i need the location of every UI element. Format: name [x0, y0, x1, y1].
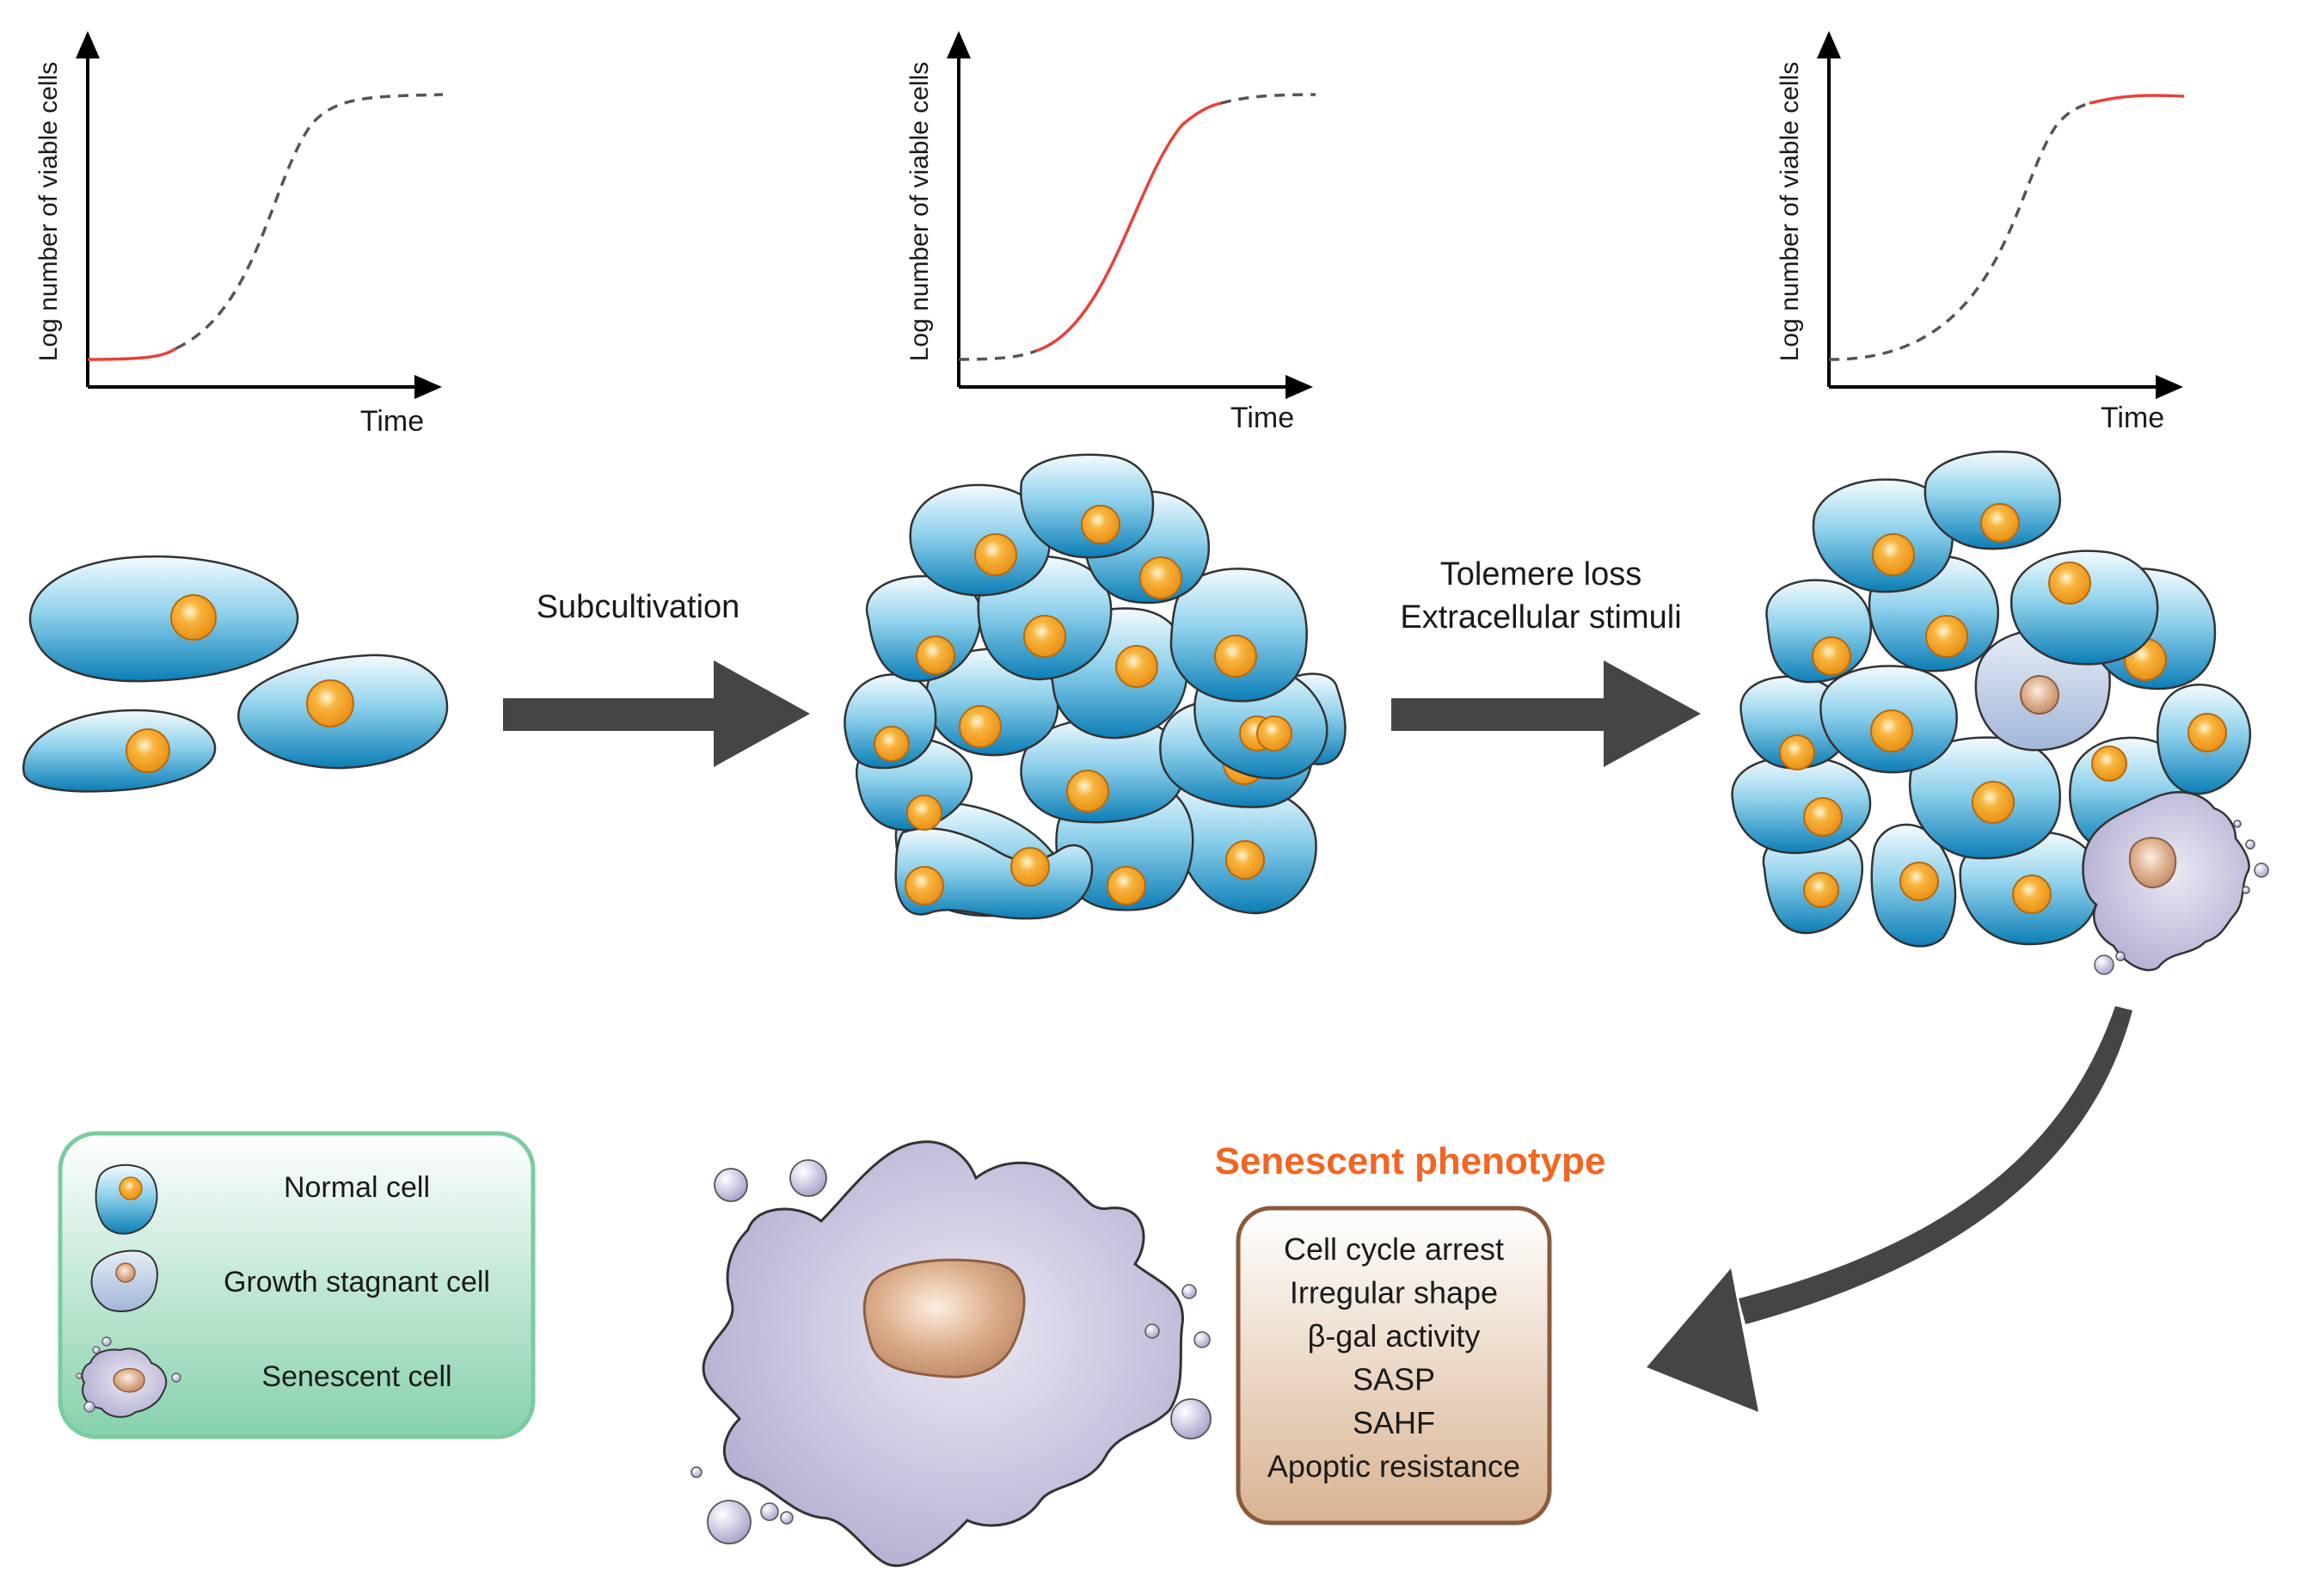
- phenotype-item: SAHF: [1353, 1405, 1435, 1440]
- growth-graph-log-phase: Log number of viable cells Time: [905, 31, 1316, 434]
- vesicle: [1144, 1323, 1160, 1339]
- phenotype-title: Senescent phenotype: [1215, 1140, 1606, 1182]
- x-axis-arrowhead: [414, 375, 442, 399]
- dashed-growth-curve: [175, 93, 444, 350]
- senescent-nucleus: [862, 1258, 1026, 1378]
- legend-normal-label: Normal cell: [284, 1171, 430, 1204]
- subcultivation-label: Subcultivation: [537, 589, 740, 625]
- nucleus: [2020, 675, 2059, 715]
- y-axis-label: Log number of viable cells: [1776, 62, 1804, 362]
- vesicle: [760, 1502, 779, 1521]
- curved-arrow-to-phenotype: [1647, 1006, 2132, 1412]
- mixed-cell-cluster: [1731, 451, 2269, 975]
- legend-box: [58, 1131, 536, 1439]
- vesicle: [1193, 1331, 1211, 1348]
- curved-arrow-head: [1647, 1268, 1758, 1412]
- nucleus: [2128, 837, 2177, 889]
- x-axis-label: Time: [2101, 402, 2164, 434]
- sparse-normal-cells: [22, 556, 449, 793]
- y-axis-arrowhead: [1817, 31, 1841, 58]
- normal-cell: [844, 673, 937, 770]
- vesicle: [707, 1500, 752, 1544]
- vesicle: [714, 1168, 748, 1202]
- growth-graph-plateau-phase: Log number of viable cells Time: [1776, 31, 2185, 434]
- phenotype-item: Cell cycle arrest: [1284, 1231, 1504, 1267]
- highlighted-growth-curve: [87, 347, 177, 361]
- dense-cell-cluster: [844, 453, 1347, 920]
- growth-graph-lag-phase: Log number of viable cells Time: [34, 31, 444, 438]
- normal-cell: [2010, 549, 2159, 666]
- phenotype-box: [1236, 1206, 1552, 1525]
- legend: Normal cell Growth stagnant cell Senesce…: [58, 1131, 536, 1439]
- dashed-growth-curve: [958, 349, 1037, 361]
- highlighted-growth-curve: [1035, 101, 1222, 353]
- large-senescent-cell: [690, 1140, 1212, 1568]
- x-axis-arrowhead: [1285, 375, 1313, 399]
- y-axis-label: Log number of viable cells: [34, 62, 63, 362]
- legend-senescent-label: Senescent cell: [261, 1360, 451, 1393]
- dashed-growth-curve: [1828, 101, 2090, 361]
- y-axis-arrowhead: [947, 31, 971, 58]
- normal-cell: [22, 709, 217, 793]
- x-axis-label: Time: [1230, 402, 1294, 434]
- normal-cell: [1812, 478, 1954, 593]
- dashed-growth-curve: [1220, 93, 1316, 105]
- vesicle: [789, 1159, 827, 1197]
- legend-stagnant-label: Growth stagnant cell: [224, 1266, 490, 1298]
- telomere-loss-label: Tolemere loss: [1440, 556, 1641, 592]
- phenotype-item: SASP: [1353, 1362, 1435, 1397]
- vesicle: [2094, 955, 2114, 975]
- y-axis-arrowhead: [76, 31, 100, 58]
- vesicle: [690, 1466, 703, 1478]
- x-axis-label: Time: [360, 405, 424, 438]
- normal-cell: [1924, 451, 2061, 550]
- vesicle: [1170, 1398, 1212, 1439]
- dividing-cell: [894, 827, 1094, 920]
- nucleus: [1010, 847, 1050, 887]
- normal-cell: [1731, 755, 1872, 855]
- normal-cell: [1020, 453, 1155, 559]
- highlighted-growth-curve: [2089, 94, 2185, 105]
- nucleus: [905, 866, 944, 905]
- phenotype-item: β-gal activity: [1308, 1318, 1481, 1354]
- curved-arrow-body: [1739, 1006, 2132, 1324]
- y-axis-label: Log number of viable cells: [905, 62, 934, 362]
- nucleus: [126, 728, 170, 773]
- x-axis-arrowhead: [2156, 375, 2183, 399]
- senescent-phenotype-panel: Senescent phenotype Cell cycle arrestIrr…: [1215, 1140, 1606, 1525]
- senescence-induction-arrow: Tolemere loss Extracellular stimuli: [1391, 556, 1701, 767]
- phenotype-item: Irregular shape: [1290, 1275, 1498, 1311]
- subcultivation-arrow: Subcultivation: [503, 589, 810, 767]
- nucleus: [170, 594, 217, 641]
- process-arrow: [1391, 660, 1701, 767]
- phenotype-item: Apoptic resistance: [1267, 1449, 1520, 1484]
- nucleus: [306, 679, 354, 727]
- vesicle: [1181, 1284, 1197, 1299]
- extracellular-stimuli-label: Extracellular stimuli: [1400, 599, 1681, 635]
- normal-cell: [28, 556, 299, 683]
- vesicle: [780, 1511, 794, 1525]
- process-arrow: [503, 660, 810, 767]
